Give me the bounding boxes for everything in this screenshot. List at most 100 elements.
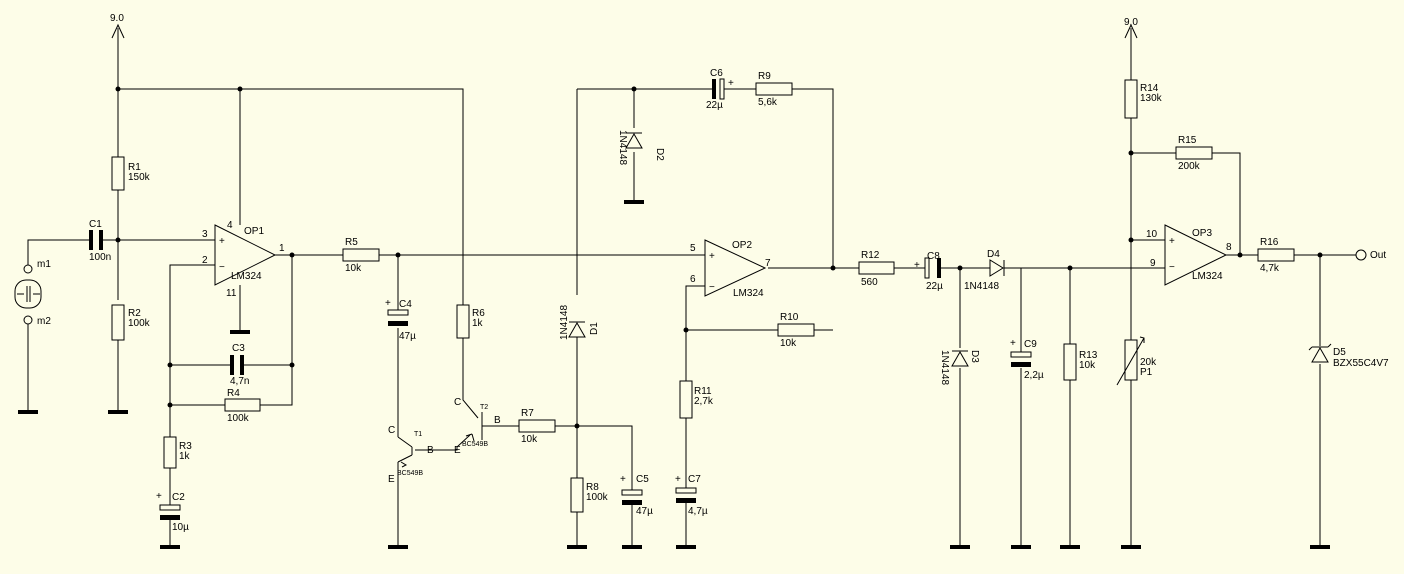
mic-pin-m2: m2 xyxy=(37,316,51,327)
capacitors-c4-value-label: 47µ xyxy=(399,331,416,342)
opamps-op3-plus-label: + xyxy=(1169,236,1175,247)
ground-icon xyxy=(676,545,696,549)
resistors-r6-value-label: 1k xyxy=(472,318,484,329)
ground-icon xyxy=(622,545,642,549)
opamps-op2-type-label: LM324 xyxy=(733,288,764,299)
junction-dot xyxy=(683,327,689,333)
opamps-op1-pin_out-label: 1 xyxy=(279,243,285,254)
transistors-t1-b-label: B xyxy=(427,445,434,456)
ground-icon xyxy=(18,410,38,414)
resistors-r4-name-label: R4 xyxy=(227,388,240,399)
capacitors-c7-value-label: 4,7µ xyxy=(688,506,708,517)
opamps-op1-pin_vcc-label: 4 xyxy=(227,220,233,231)
opamps-op2-minus-label: − xyxy=(709,282,715,293)
opamps-op2-name-label: OP2 xyxy=(732,240,752,251)
wires xyxy=(27,23,1356,545)
diodes-d1-name-label: D1 xyxy=(589,322,600,335)
polarity_plus-label: + xyxy=(728,78,734,89)
resistors-r7-value-label: 10k xyxy=(521,434,538,445)
junction-dot xyxy=(574,423,580,429)
junction-dot xyxy=(395,252,401,258)
resistors-r14-value-label: 130k xyxy=(1140,93,1163,104)
opamps-op3-name-label: OP3 xyxy=(1192,228,1212,239)
resistors-r16-name-label: R16 xyxy=(1260,237,1279,248)
opamps-op2-plus-label: + xyxy=(709,251,715,262)
diodes-d3-type-label: 1N4148 xyxy=(939,350,950,385)
transistors-t1-c-label: C xyxy=(388,425,395,436)
diodes-d4-type-label: 1N4148 xyxy=(964,281,999,292)
resistors-r13-name-label: R13 xyxy=(1079,350,1098,361)
polarity_plus-label: + xyxy=(675,474,681,485)
diodes-d2-name-label: D2 xyxy=(654,148,665,161)
resistor-r9: R95,6k xyxy=(755,71,793,108)
capacitors-c5-name-label: C5 xyxy=(636,474,649,485)
capacitors-c2-value-label: 10µ xyxy=(172,522,189,533)
capacitors-c6-name-label: C6 xyxy=(710,68,723,79)
transistors-t1-e-label: E xyxy=(388,474,395,485)
transistor-t2: C B E T2 BC549B xyxy=(454,397,501,456)
opamps-op2-pin_in_plus-label: 5 xyxy=(690,243,696,254)
opamps-op1-minus-label: − xyxy=(219,262,225,273)
capacitors-c1-value-label: 100n xyxy=(89,252,111,263)
supply-label: 9.0 xyxy=(1124,17,1138,28)
resistor-r7: R7 10k xyxy=(518,408,556,445)
opamps-op1-plus-label: + xyxy=(219,236,225,247)
ground-icon xyxy=(108,410,128,414)
ground-symbols xyxy=(18,200,1330,549)
resistor-r5: R5 10k xyxy=(342,237,380,274)
resistors-r9-name-label: R9 xyxy=(758,71,771,82)
potentiometer-p1: 20k P1 xyxy=(1116,336,1157,386)
junction-dot xyxy=(167,402,173,408)
polarity_plus-label: + xyxy=(156,491,162,502)
resistors-r5-value-label: 10k xyxy=(345,263,362,274)
ground-icon xyxy=(624,200,644,204)
resistors-r12-value-label: 560 xyxy=(861,277,878,288)
output-terminal: Out xyxy=(1355,249,1386,261)
junction-dot xyxy=(289,362,295,368)
capacitors-c8-value-label: 22µ xyxy=(926,281,943,292)
ground-icon xyxy=(950,545,970,549)
capacitor-c2: C2 10µ + xyxy=(156,491,189,533)
diode-d3: D3 1N4148 xyxy=(939,350,980,385)
mic-pin-m1: m1 xyxy=(37,259,51,270)
capacitors-c9-name-label: C9 xyxy=(1024,339,1037,350)
resistors-r10-value-label: 10k xyxy=(780,338,797,349)
capacitors-c2-name-label: C2 xyxy=(172,492,185,503)
capacitors-c3-name-label: C3 xyxy=(232,343,245,354)
capacitor-c7: C74,7µ + xyxy=(675,474,708,517)
resistors-r3-value-label: 1k xyxy=(179,451,191,462)
junction-dot xyxy=(237,86,243,92)
opamps-op3-pin_out-label: 8 xyxy=(1226,242,1232,253)
resistors-r8-value-label: 100k xyxy=(586,492,609,503)
polarity_plus-label: + xyxy=(1010,338,1016,349)
capacitor-c3: C34,7n xyxy=(230,343,249,387)
resistors-r3-name-label: R3 xyxy=(179,441,192,452)
diode-d4: D4 1N4148 xyxy=(964,249,1005,292)
diodes-d1-type-label: 1N4148 xyxy=(559,305,570,340)
transistors-t2-e-label: E xyxy=(454,445,461,456)
diodes-d5-type-label: BZX55C4V7 xyxy=(1333,358,1389,369)
capacitors-c9-value-label: 2,2µ xyxy=(1024,370,1044,381)
resistors-r5-name-label: R5 xyxy=(345,237,358,248)
opamps-op1-pin_in_minus-label: 2 xyxy=(202,255,208,266)
resistors-r7-name-label: R7 xyxy=(521,408,534,419)
ground-icon xyxy=(1060,545,1080,549)
transistors-t2-c-label: C xyxy=(454,397,461,408)
junction-dot xyxy=(631,86,637,92)
ground-icon xyxy=(160,545,180,549)
diodes-d5-name-label: D5 xyxy=(1333,347,1346,358)
junction-dot xyxy=(830,265,836,271)
transistor-t1: C B E T1 BC549B xyxy=(388,425,434,485)
ground-icon xyxy=(567,545,587,549)
diode-d2: D2 1N4148 xyxy=(617,130,665,165)
capacitors-c4-name-label: C4 xyxy=(399,299,412,310)
